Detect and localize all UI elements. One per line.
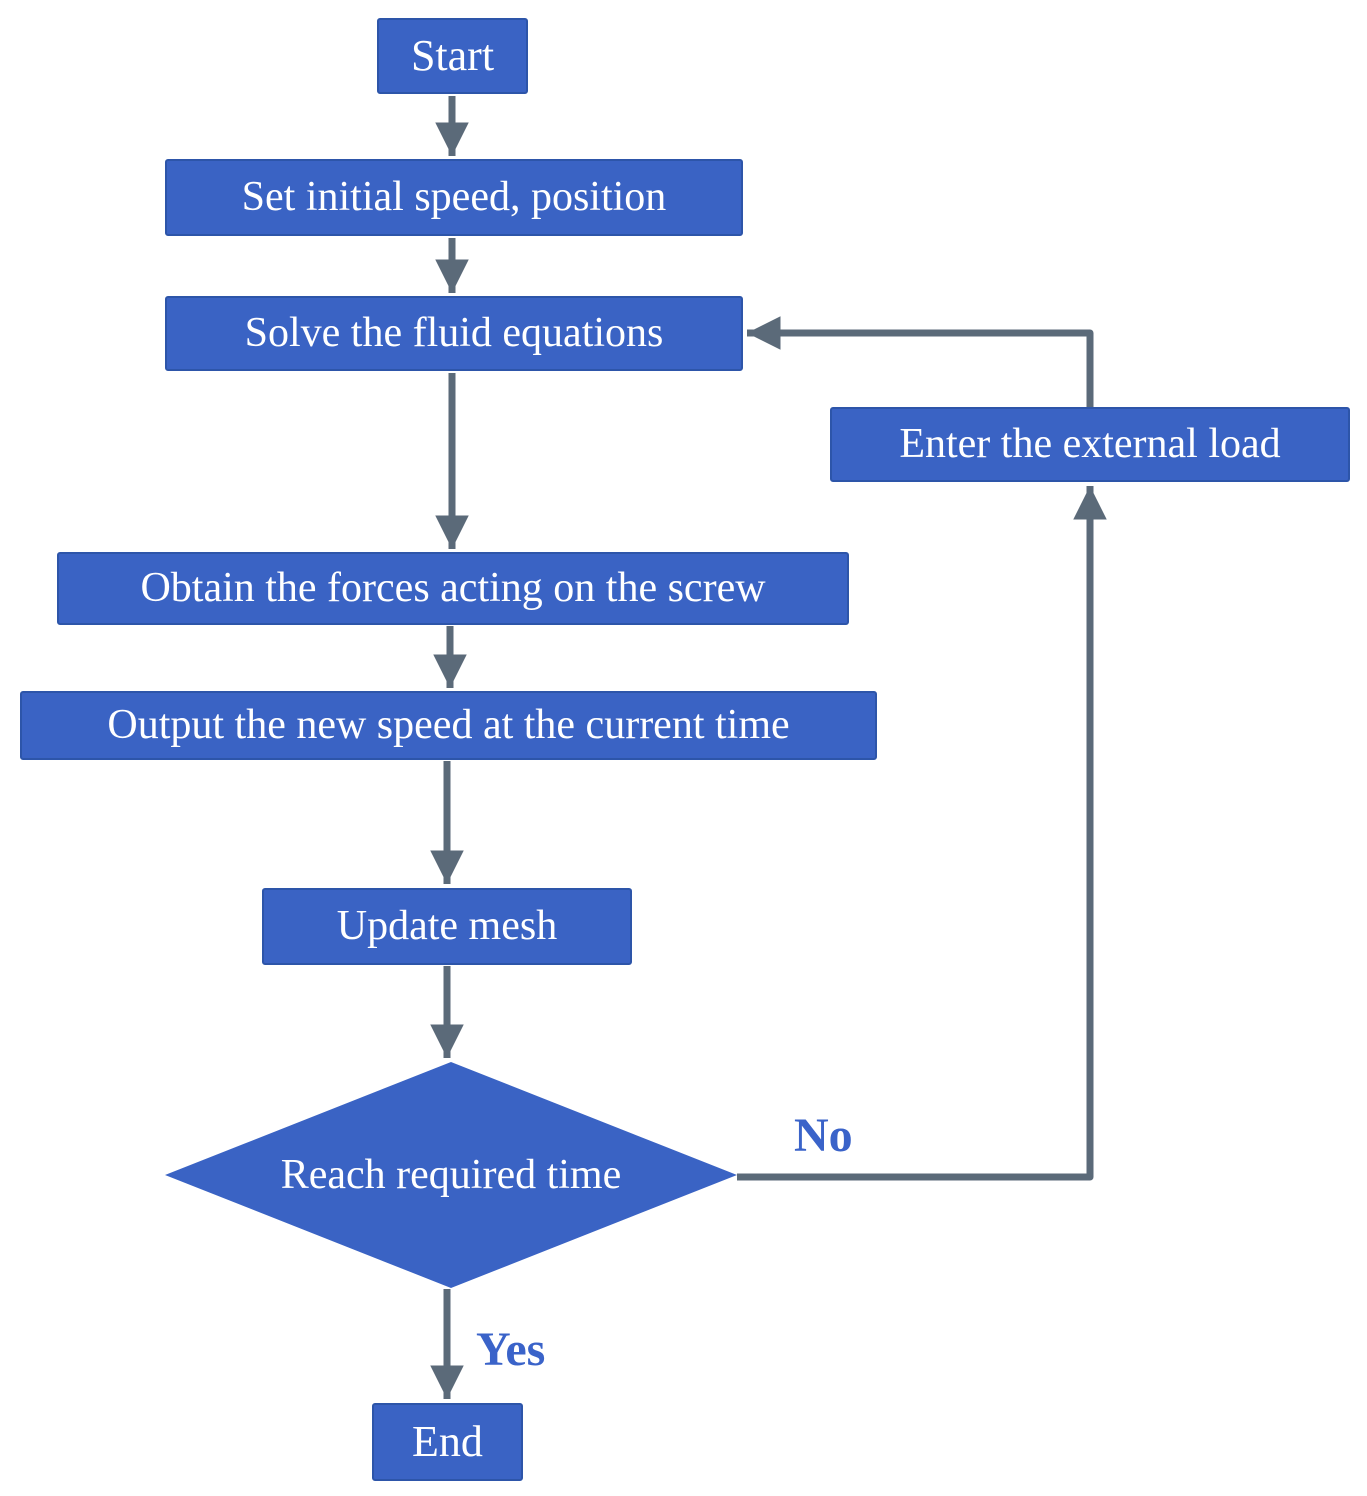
- node-set-initial: Set initial speed, position: [165, 159, 743, 236]
- node-output-speed: Output the new speed at the current time: [20, 691, 877, 760]
- decision-diamond: [165, 1062, 737, 1288]
- edge-label-no: No: [794, 1109, 853, 1162]
- node-enter-load-label: Enter the external load: [899, 421, 1281, 468]
- node-update-mesh: Update mesh: [262, 888, 632, 965]
- node-set-initial-label: Set initial speed, position: [241, 174, 667, 221]
- node-solve-fluid: Solve the fluid equations: [165, 296, 743, 371]
- node-decision-label-container: Reach required time: [165, 1062, 737, 1288]
- node-enter-load: Enter the external load: [830, 407, 1350, 482]
- node-obtain-forces: Obtain the forces acting on the screw: [57, 552, 849, 625]
- node-obtain-forces-label: Obtain the forces acting on the screw: [140, 565, 766, 612]
- edge-label-yes: Yes: [476, 1323, 546, 1376]
- node-end-label: End: [412, 1416, 483, 1466]
- edge-decision-no-to-enter-load: [737, 486, 1107, 1181]
- node-solve-fluid-label: Solve the fluid equations: [244, 310, 664, 357]
- edge-enter-load-to-solve-fluid: [747, 316, 1094, 407]
- node-decision-label: Reach required time: [280, 1152, 622, 1198]
- node-end: End: [372, 1403, 523, 1481]
- node-update-mesh-label: Update mesh: [336, 903, 558, 950]
- node-start: Start: [377, 18, 528, 94]
- node-start-label: Start: [410, 30, 495, 80]
- node-output-speed-label: Output the new speed at the current time: [107, 702, 790, 749]
